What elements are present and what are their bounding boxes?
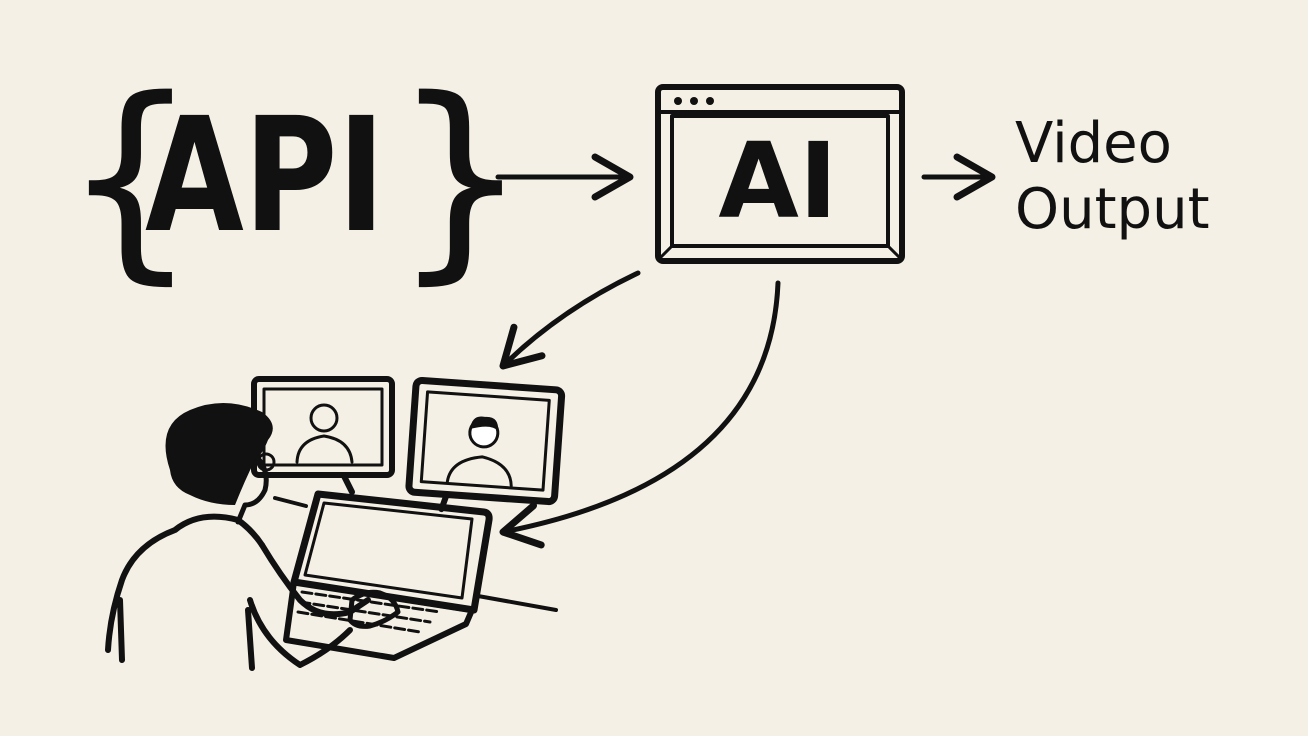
keyboard-keys [296,590,442,634]
hair [165,402,273,505]
ai-label: AI [718,120,837,242]
video-output-label: Video Output [1015,111,1210,242]
window-dot-icon [674,97,682,105]
monitor-left [251,376,395,495]
face-outline [235,452,269,525]
laptop-icon [283,490,493,661]
arm-outline [245,597,353,671]
user-avatar-icon [445,416,513,488]
arrow-ai-to-monitors [499,270,641,370]
monitor-right [405,376,566,513]
window-dot-icon [690,97,698,105]
desk-edge [273,496,308,508]
api-block: { API } [62,52,529,303]
browser-window-icon [655,84,905,264]
monitor-icon [405,376,566,506]
shoulder-outline [105,513,265,663]
output-line-2: Output [1015,177,1210,242]
api-label: API [145,84,385,268]
glasses-icon [256,452,276,472]
window-dot-icon [706,97,714,105]
output-line-1: Video [1015,111,1172,176]
user-avatar-icon [295,403,354,464]
api-open-brace: { [62,52,199,303]
arrow-ai-to-laptop [499,280,781,549]
hand [347,589,401,629]
desk-edge [476,594,558,612]
arm-outline [259,542,371,618]
person-illustration [105,402,401,671]
ai-window: AI [655,84,905,264]
